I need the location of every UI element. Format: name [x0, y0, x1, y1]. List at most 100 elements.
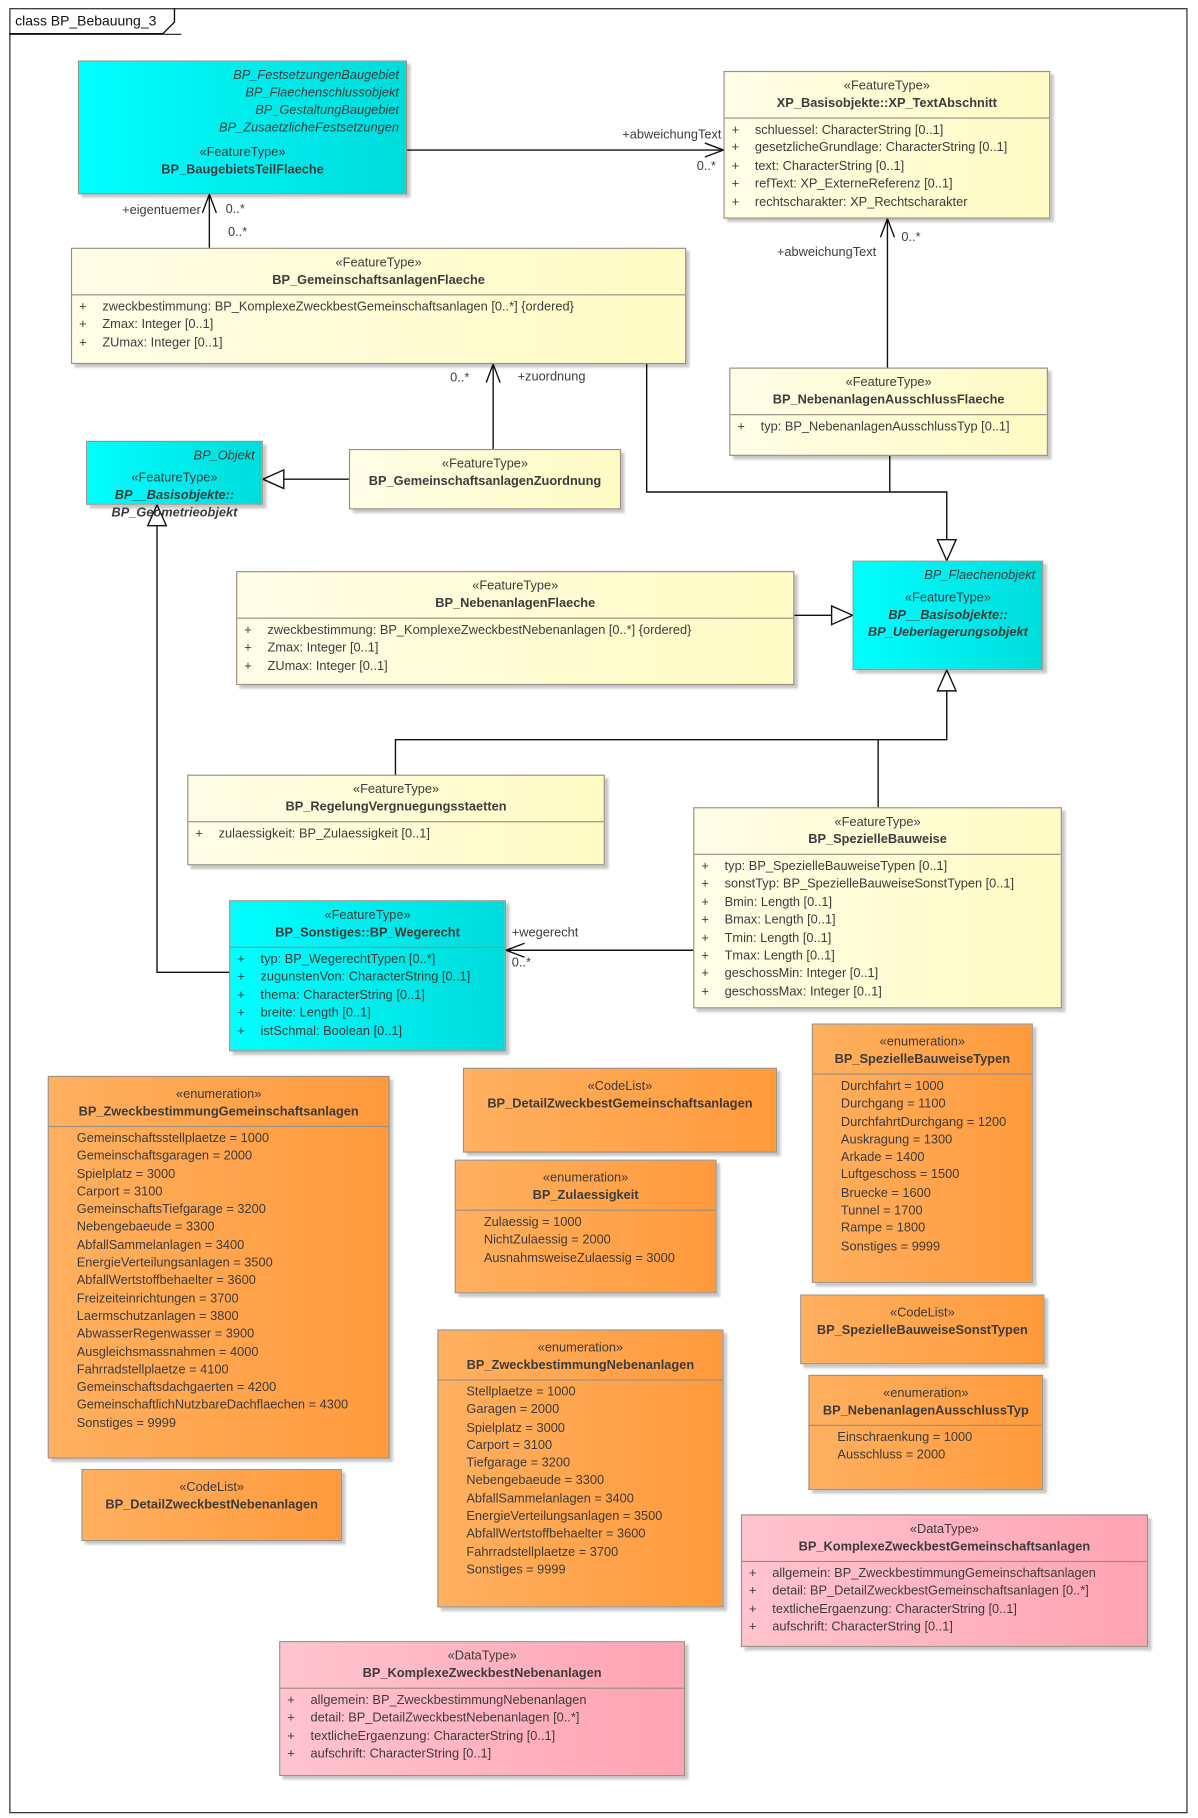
stereotype-label: «enumeration»: [537, 1341, 624, 1356]
attribute-text: Tmin: Length [0..1]: [724, 931, 832, 946]
attribute-text: textlicheErgaenzung: CharacterString [0.…: [310, 1729, 556, 1744]
class-gemflaeche[interactable]: «FeatureType»BP_GemeinschaftsanlagenFlae…: [70, 247, 687, 365]
class-name: BP_Geometrieobjekt: [111, 505, 238, 520]
generalization-triangle-icon: [936, 538, 958, 563]
enum-literal: Gemeinschaftsdachgaerten = 4200: [76, 1380, 277, 1395]
attribute-row: +typ: BP_SpezielleBauweiseTypen [0..1]: [694, 858, 1060, 876]
open-arrow-icon: [879, 216, 896, 238]
visibility-public: +: [237, 952, 245, 967]
class-header: «enumeration»BP_ZweckbestimmungGemeinsch…: [49, 1077, 389, 1126]
class-zuordnung[interactable]: «FeatureType»BP_GemeinschaftsanlagenZuor…: [348, 448, 622, 510]
class-header: «enumeration»BP_Zulaessigkeit: [456, 1161, 715, 1210]
enum-literal: Gemeinschaftsstellplaetze = 1000: [76, 1131, 270, 1146]
visibility-public: +: [731, 123, 740, 138]
attribute-text: textlicheErgaenzung: CharacterString [0.…: [772, 1602, 1017, 1617]
visibility-public: +: [701, 913, 709, 928]
attribute-text: zugunstenVon: CharacterString [0..1]: [260, 970, 471, 985]
visibility-public: +: [737, 419, 745, 434]
visibility-public: +: [237, 1024, 245, 1039]
enum-literal: Tunnel = 1700: [840, 1203, 923, 1218]
class-header: «enumeration»BP_SpezielleBauweiseTypen: [813, 1025, 1032, 1074]
class-enum-gem[interactable]: «enumeration»BP_ZweckbestimmungGemeinsch…: [47, 1075, 390, 1459]
diagram-frame: [9, 8, 1188, 1814]
class-header: «FeatureType»BP_NebenanlagenFlaeche: [237, 572, 793, 617]
class-ausschlussflaeche[interactable]: «FeatureType»BP_NebenanlagenAusschlussFl…: [729, 367, 1048, 456]
class-cl-detailgem[interactable]: «CodeList»BP_DetailZweckbestGemeinschaft…: [462, 1067, 777, 1153]
enum-literal: GemeinschaftlichNutzbareDachflaechen = 4…: [76, 1398, 349, 1413]
attribute-row: +typ: BP_NebenanlagenAusschlussTyp [0..1…: [730, 419, 1046, 437]
enum-literal: Nebengebaeude = 3300: [76, 1220, 215, 1235]
class-header: BP_Objekt«FeatureType»BP__Basisobjekte::…: [87, 442, 261, 527]
class-name: BP_BaugebietsTeilFlaeche: [161, 162, 324, 177]
visibility-public: +: [237, 1006, 245, 1021]
class-enum-ausschluss[interactable]: «enumeration»BP_NebenanlagenAusschlussTy…: [808, 1374, 1044, 1490]
enum-literal: AbwasserRegenwasser = 3900: [76, 1327, 255, 1342]
visibility-public: +: [749, 1602, 757, 1617]
stereotype-label: «FeatureType»: [353, 782, 440, 797]
stereotype-label: «CodeList»: [587, 1079, 653, 1094]
attribute-compartment: +zulaessigkeit: BP_Zulaessigkeit [0..1]: [188, 821, 604, 848]
stereotype-label: «enumeration»: [542, 1171, 629, 1186]
attribute-text: rechtscharakter: XP_Rechtscharakter: [754, 194, 968, 209]
class-enum-neben[interactable]: «enumeration»BP_ZweckbestimmungNebenanla…: [437, 1329, 724, 1608]
attribute-text: geschossMin: Integer [0..1]: [724, 967, 879, 982]
role-label: +wegerecht: [511, 925, 579, 940]
attribute-compartment: +zweckbestimmung: BP_KomplexeZweckbestNe…: [237, 617, 794, 681]
enum-literal: AbfallWertstoffbehaelter = 3600: [76, 1274, 256, 1288]
visibility-public: +: [237, 988, 245, 1003]
enum-literal: Auskragung = 1300: [840, 1132, 953, 1147]
class-dt-gem[interactable]: «DataType»BP_KomplexeZweckbestGemeinscha…: [740, 1514, 1148, 1647]
class-wegerecht[interactable]: «FeatureType»BP_Sonstiges::BP_Wegerecht+…: [229, 900, 506, 1052]
attribute-text: sonstTyp: BP_SpezielleBauweiseSonstTypen…: [724, 877, 1015, 892]
enum-literal: AbfallSammelanlagen = 3400: [466, 1492, 634, 1506]
class-dt-neben[interactable]: «DataType»BP_KomplexeZweckbestNebenanlag…: [279, 1641, 686, 1777]
visibility-public: +: [701, 984, 709, 999]
class-nebenflaeche[interactable]: «FeatureType»BP_NebenanlagenFlaeche+zwec…: [236, 571, 795, 686]
attribute-compartment: +zweckbestimmung: BP_KomplexeZweckbestGe…: [72, 294, 686, 357]
attribute-row: +aufschrift: CharacterString [0..1]: [280, 1746, 684, 1764]
attribute-row: +ZUmax: Integer [0..1]: [72, 335, 685, 353]
attribute-row: +allgemein: BP_ZweckbestimmungGemeinscha…: [742, 1566, 1147, 1584]
attribute-text: schluessel: CharacterString [0..1]: [754, 123, 944, 138]
attribute-text: typ: BP_WegerechtTypen [0..*]: [260, 952, 436, 967]
attribute-text: Bmax: Length [0..1]: [724, 913, 836, 928]
class-regelung[interactable]: «FeatureType» BP_RegelungVergnuegungsstae…: [187, 774, 605, 866]
class-header: «CodeList»BP_SpezielleBauweiseSonstTypen: [801, 1296, 1043, 1345]
stereotype-label: «DataType»: [447, 1649, 517, 1664]
visibility-public: +: [79, 335, 87, 350]
class-name: BP_Sonstiges::BP_Wegerecht: [275, 925, 460, 940]
class-ueberlagerung[interactable]: BP_Flaechenobjekt«FeatureType»BP__Basiso…: [852, 560, 1044, 670]
class-textabschnitt[interactable]: «FeatureType»XP_Basisobjekte::XP_TextAbs…: [723, 70, 1051, 219]
class-name: BP_NebenanlagenFlaeche: [435, 596, 596, 611]
class-header: «FeatureType»BP_SpezielleBauweise: [694, 808, 1060, 853]
class-header: «FeatureType»XP_Basisobjekte::XP_TextAbs…: [725, 72, 1050, 117]
attribute-row: +text: CharacterString [0..1]: [725, 158, 1050, 176]
class-header: «FeatureType»BP_GemeinschaftsanlagenZuor…: [350, 450, 620, 495]
visibility-public: +: [287, 1693, 295, 1708]
class-cl-sonsttypen[interactable]: «CodeList»BP_SpezielleBauweiseSonstTypen: [800, 1294, 1045, 1365]
visibility-public: +: [701, 895, 709, 910]
class-name: BP_RegelungVergnuegungsstaetten: [285, 800, 507, 815]
parent-class-name: BP_FestsetzungenBaugebiet: [233, 68, 399, 83]
enum-literal: Nebengebaeude = 3300: [466, 1474, 605, 1489]
visibility-public: +: [731, 159, 740, 174]
class-header: «DataType»BP_KomplexeZweckbestNebenanlag…: [280, 1642, 684, 1687]
visibility-public: +: [731, 177, 740, 192]
class-bauweise[interactable]: «FeatureType»BP_SpezielleBauweise +typ: B…: [693, 807, 1062, 1009]
class-header: «FeatureType»BP_NebenanlagenAusschlussFl…: [730, 369, 1046, 414]
attribute-row: +Tmax: Length [0..1]: [694, 948, 1060, 966]
enum-literal: Carport = 3100: [466, 1438, 553, 1453]
attribute-text: Bmin: Length [0..1]: [724, 895, 833, 910]
class-geometrie[interactable]: BP_Objekt«FeatureType»BP__Basisobjekte::…: [86, 440, 263, 520]
enum-literal: Arkade = 1400: [840, 1150, 925, 1165]
class-header: «DataType»BP_KomplexeZweckbestGemeinscha…: [742, 1516, 1147, 1561]
attribute-text: zweckbestimmung: BP_KomplexeZweckbestNeb…: [267, 623, 692, 638]
class-cl-detailneben[interactable]: «CodeList»BP_DetailZweckbestNebenanlagen: [81, 1468, 342, 1542]
attribute-row: +sonstTyp: BP_SpezielleBauweiseSonstType…: [694, 876, 1060, 894]
attribute-text: Tmax: Length [0..1]: [724, 949, 835, 964]
class-header: «FeatureType»BP_GemeinschaftsanlagenFlae…: [72, 249, 685, 294]
